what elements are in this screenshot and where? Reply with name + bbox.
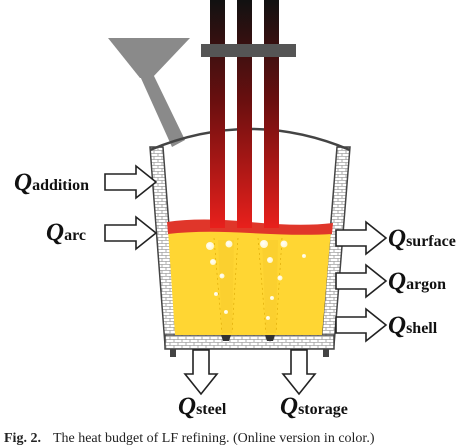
electrode-left — [210, 0, 225, 228]
label-q-arc: Qarc — [46, 219, 86, 246]
addition-hopper — [108, 38, 190, 147]
porous-plugs — [221, 335, 275, 341]
electrodes — [201, 0, 296, 228]
arrow-addition — [104, 164, 158, 200]
molten-steel — [168, 230, 331, 335]
label-q-addition: Qaddition — [14, 169, 89, 196]
electrode-right — [264, 0, 279, 228]
caption-text: The heat budget of LF refining. (Online … — [53, 431, 375, 445]
arrow-argon — [335, 263, 388, 299]
caption-fig-number: Fig. 2. — [4, 431, 41, 445]
electrode-middle — [237, 0, 252, 228]
label-q-steel: Qsteel — [178, 393, 227, 420]
arrow-surface — [335, 220, 388, 256]
figure-caption: Fig. 2. The heat budget of LF refining. (… — [4, 431, 375, 445]
argon-bubbles — [206, 240, 306, 320]
electrode-clamp — [201, 44, 296, 57]
label-q-storage: Qstorage — [280, 393, 348, 420]
arrow-storage — [281, 349, 317, 396]
label-q-surface: Qsurface — [388, 225, 456, 252]
label-q-shell: Qshell — [388, 312, 438, 339]
arrow-shell — [335, 307, 388, 343]
label-q-argon: Qargon — [388, 268, 446, 295]
arrow-steel — [183, 349, 219, 396]
arrow-arc — [104, 215, 158, 251]
